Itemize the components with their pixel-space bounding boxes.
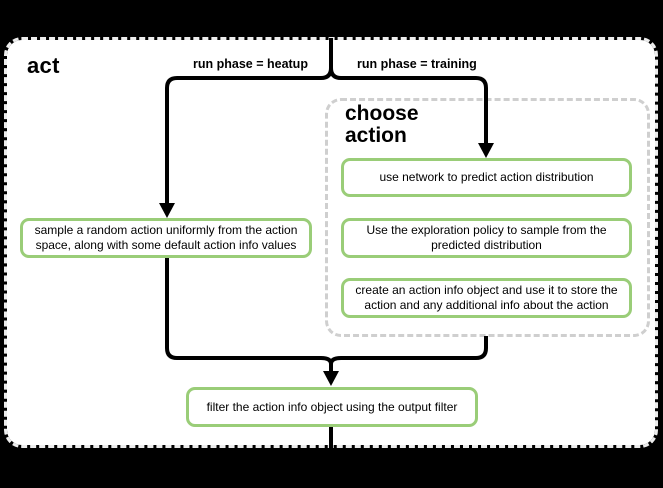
node-sample-random-action: sample a random action uniformly from th… — [20, 218, 312, 258]
branch-label-heatup: run phase = heatup — [193, 57, 308, 71]
choose-action-group-title: choose action — [345, 102, 419, 147]
node-create-action-info-object: create an action info object and use it … — [341, 278, 632, 318]
node-exploration-policy-sample: Use the exploration policy to sample fro… — [341, 218, 632, 258]
branch-label-training: run phase = training — [357, 57, 477, 71]
node-predict-action-distribution: use network to predict action distributi… — [341, 158, 632, 197]
panel-title: act — [27, 53, 60, 78]
node-filter-action-info: filter the action info object using the … — [186, 387, 478, 427]
